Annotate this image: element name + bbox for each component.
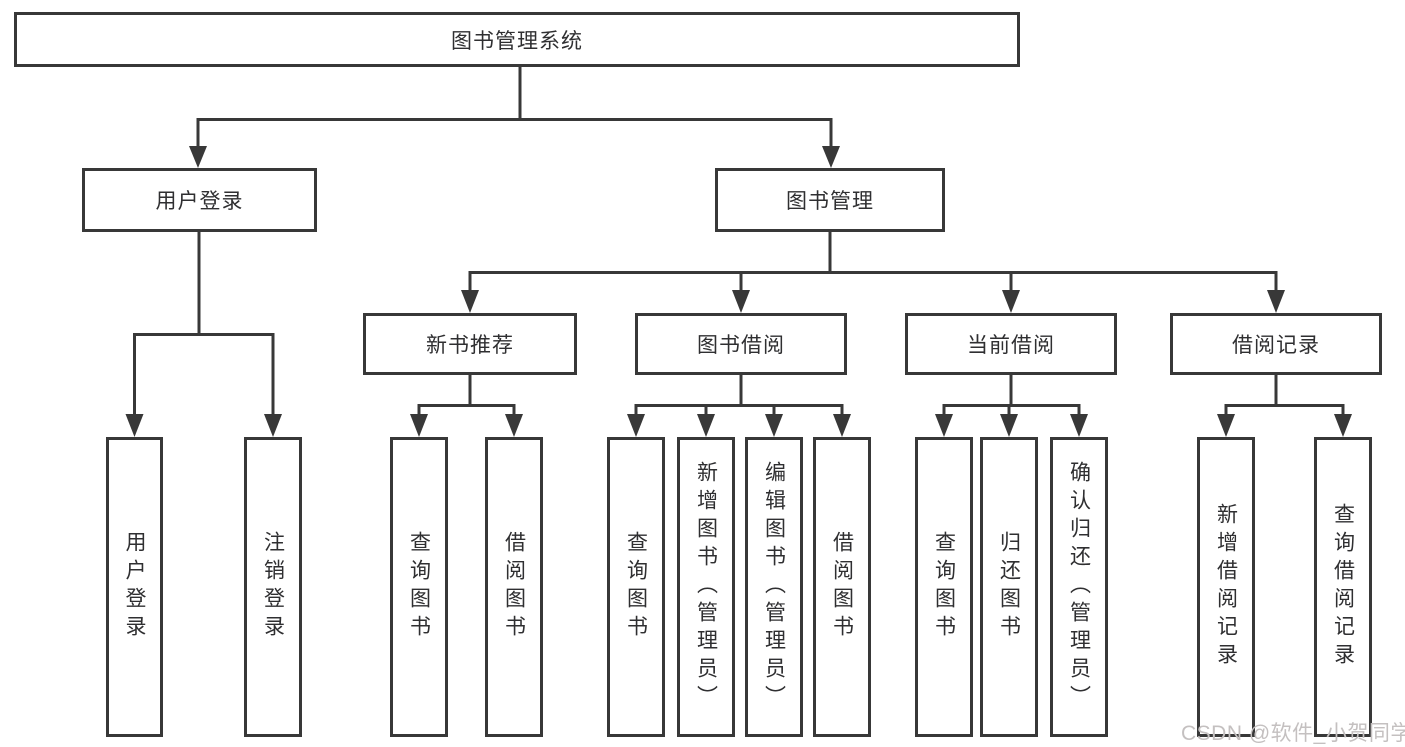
node-label: 借阅图书 [830, 531, 854, 643]
leaf-logout: 注销登录 [244, 437, 302, 737]
node-label: 归还图书 [997, 531, 1021, 643]
node-label: 查询借阅记录 [1331, 503, 1355, 671]
node-label: 查询图书 [624, 531, 648, 643]
node-user-login: 用户登录 [82, 168, 317, 232]
node-label: 查询图书 [407, 531, 431, 643]
node-label: 确认归还（管理员） [1067, 461, 1091, 713]
node-label: 图书管理 [786, 190, 874, 213]
node-book-management: 图书管理 [715, 168, 945, 232]
arrowhead-icons [125, 146, 1352, 437]
node-label: 注销登录 [261, 531, 285, 643]
leaf-add-books-admin: 新增图书（管理员） [677, 437, 735, 737]
node-label: 新书推荐 [426, 334, 514, 357]
node-label: 用户登录 [123, 531, 146, 643]
node-label: 图书管理系统 [451, 29, 583, 53]
node-label: 当前借阅 [967, 334, 1055, 357]
leaf-query-books: 查询图书 [607, 437, 665, 737]
leaf-edit-books-admin: 编辑图书（管理员） [745, 437, 803, 737]
leaf-confirm-return-admin: 确认归还（管理员） [1050, 437, 1108, 737]
leaf-return-books: 归还图书 [980, 437, 1038, 737]
node-label: 借阅图书 [502, 531, 526, 643]
node-book-borrow: 图书借阅 [635, 313, 847, 375]
leaf-user-login: 用户登录 [106, 437, 163, 737]
leaf-borrow-books: 借阅图书 [813, 437, 871, 737]
node-label: 新增借阅记录 [1214, 503, 1238, 671]
node-label: 借阅记录 [1232, 334, 1320, 357]
node-library-management-system: 图书管理系统 [14, 12, 1020, 67]
leaf-add-borrow-record: 新增借阅记录 [1197, 437, 1255, 737]
leaf-query-borrow-record: 查询借阅记录 [1314, 437, 1372, 737]
node-label: 图书借阅 [697, 334, 785, 357]
node-new-book-recommend: 新书推荐 [363, 313, 577, 375]
node-label: 新增图书（管理员） [694, 461, 718, 713]
node-label: 查询图书 [932, 531, 956, 643]
leaf-query-books: 查询图书 [390, 437, 448, 737]
node-borrow-records: 借阅记录 [1170, 313, 1382, 375]
node-current-borrow: 当前借阅 [905, 313, 1117, 375]
node-label: 编辑图书（管理员） [762, 461, 786, 713]
watermark: CSDN @软件_小贺同学 [1181, 722, 1405, 745]
node-label: 用户登录 [155, 190, 244, 213]
leaf-query-books: 查询图书 [915, 437, 973, 737]
leaf-borrow-books: 借阅图书 [485, 437, 543, 737]
